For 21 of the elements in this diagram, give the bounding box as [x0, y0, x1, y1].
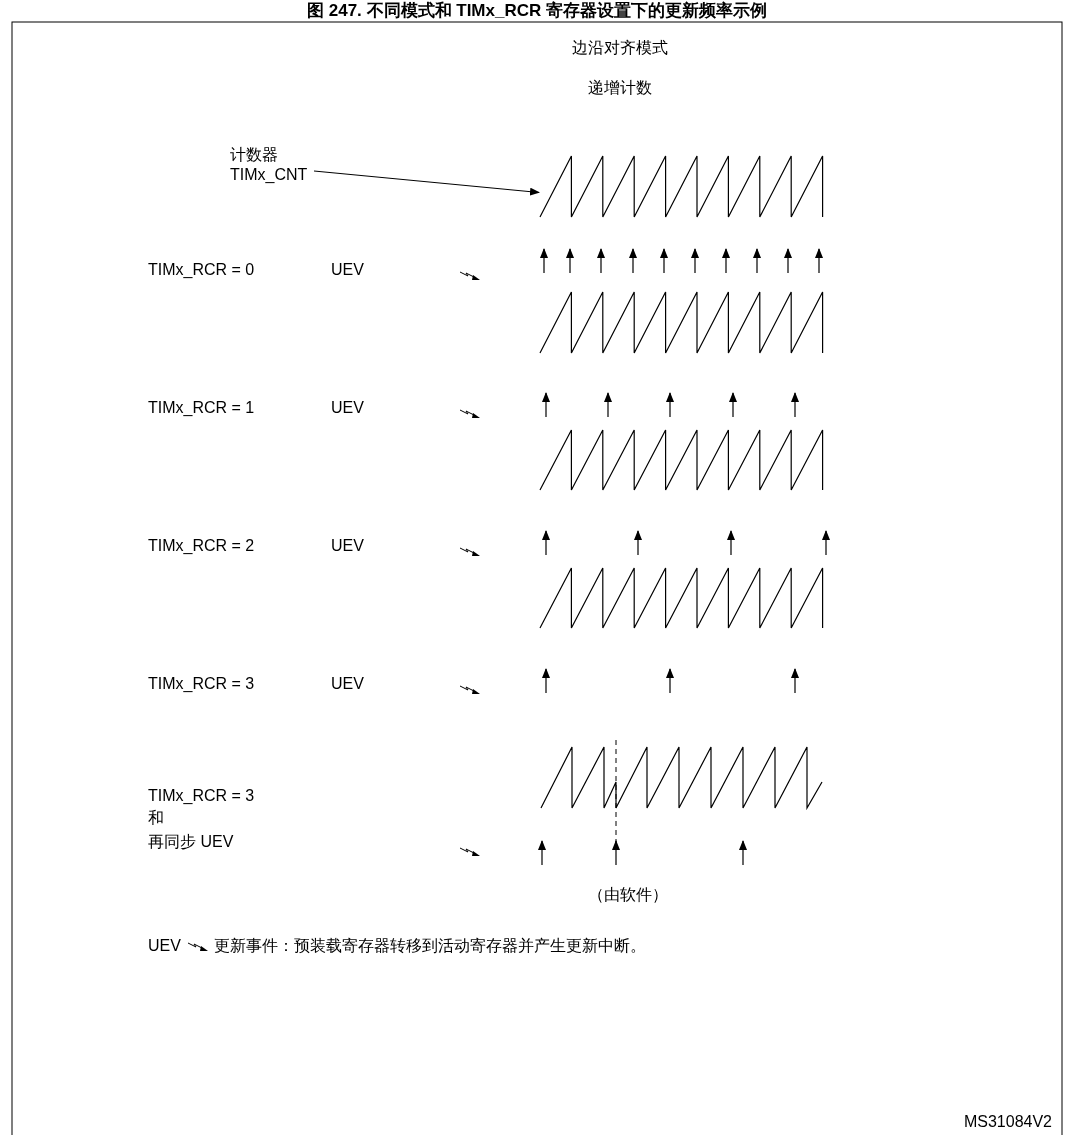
leader-line [313, 170, 540, 196]
legend-text: 更新事件：预装载寄存器转移到活动寄存器并产生更新中断。 [214, 936, 646, 956]
heading: 边沿对齐模式 [572, 38, 668, 58]
signal-name: UEV [331, 674, 364, 694]
counter-waveform [539, 155, 824, 218]
note-text: 和 [148, 808, 164, 828]
register-value: TIMx_RCR = 0 [148, 260, 255, 280]
figure-title: 图 247. 不同模式和 TIMx_RCR 寄存器设置下的更新频率示例 [306, 1, 768, 21]
heading: 递增计数 [588, 78, 652, 98]
signal-name: 再同步 UEV [148, 832, 234, 852]
signal-name: UEV [331, 536, 364, 556]
signal-name: UEV [331, 398, 364, 418]
register-value: TIMx_RCR = 3 [148, 674, 255, 694]
signal-name: UEV [148, 936, 181, 956]
register-value: TIMx_RCR = 1 [148, 398, 255, 418]
callout-label: 计数器 TIMx_CNT [230, 145, 310, 185]
note-text: （由软件） [588, 885, 668, 905]
figure-code: MS31084V2 [963, 1112, 1052, 1132]
register-value: TIMx_RCR = 2 [148, 536, 255, 556]
signal-name: UEV [331, 260, 364, 280]
register-value: TIMx_RCR = 3 [148, 786, 255, 806]
